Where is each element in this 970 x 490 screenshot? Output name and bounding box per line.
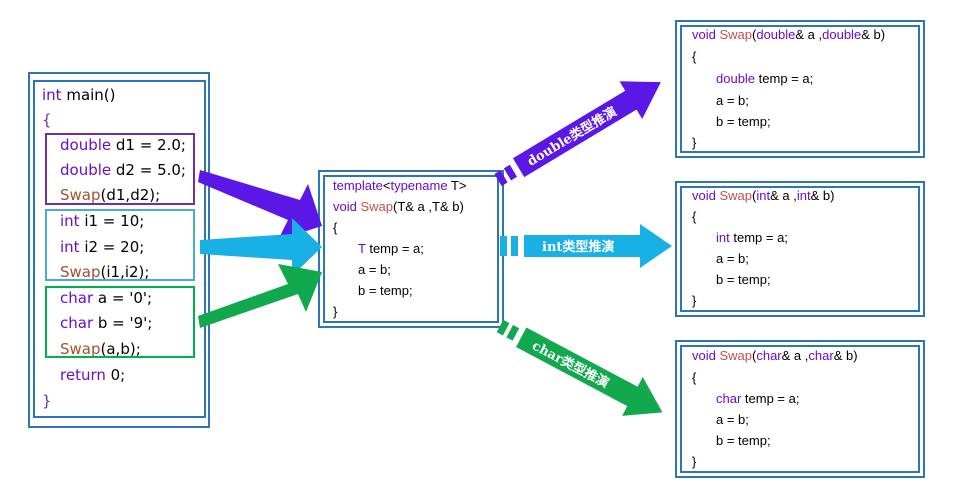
arrow-int-to-template [200, 218, 322, 276]
template-line-6: b = temp; [358, 283, 413, 298]
label-char-deduction: char类型推演 [529, 338, 611, 392]
template-inner-box [323, 175, 499, 323]
arrow-template-to-double: double类型推演 [494, 81, 661, 187]
char-instance-inner [680, 345, 920, 473]
code-line-d1: double d1 = 2.0; [60, 136, 186, 154]
code-line-main-signature: int main() [42, 86, 116, 104]
arrow-char-to-template [198, 264, 322, 328]
int-line-signature: void Swap(int& a ,int& b) [692, 188, 835, 203]
template-line-5: a = b; [358, 262, 391, 277]
code-line-d2: double d2 = 5.0; [60, 161, 186, 179]
char-instance-box [675, 340, 925, 478]
char-group-box [45, 286, 195, 358]
template-line-4: T temp = a; [358, 241, 424, 256]
label-double-deduction: double类型推演 [524, 104, 619, 170]
char-line-open: { [692, 370, 697, 385]
code-line-i2: int i2 = 20; [60, 238, 145, 256]
double-line-signature: void Swap(double& a ,double& b) [692, 27, 886, 42]
int-line-ab: a = b; [716, 251, 749, 266]
char-line-signature: void Swap(char& a ,char& b) [692, 348, 858, 363]
code-line-i1: int i1 = 10; [60, 212, 145, 230]
code-line-ca: char a = '0'; [60, 289, 153, 307]
int-line-decl: int temp = a; [716, 230, 788, 245]
label-int-deduction: int类型推演 [542, 239, 614, 255]
double-line-open: { [692, 49, 697, 64]
code-line-close-brace: } [42, 392, 52, 410]
arrow-template-to-char: char类型推演 [496, 319, 663, 416]
code-line-swap-c: Swap(a,b); [60, 340, 141, 358]
code-line-return: return 0; [60, 366, 126, 384]
code-line-cb: char b = '9'; [60, 314, 153, 332]
int-line-bt: b = temp; [716, 272, 771, 287]
template-line-2: void Swap(T& a ,T& b) [333, 199, 464, 214]
double-line-ab: a = b; [716, 93, 749, 108]
arrow-template-to-int: int类型推演 [500, 224, 672, 268]
int-line-open: { [692, 209, 697, 224]
template-line-3: { [333, 220, 338, 235]
double-line-close: } [692, 135, 697, 150]
char-line-ab: a = b; [716, 412, 749, 427]
template-line-1: template<typename T> [333, 178, 467, 193]
int-group-box [45, 209, 195, 281]
double-instance-box [675, 20, 925, 158]
code-line-open-brace: { [42, 111, 52, 129]
char-line-close: } [692, 454, 697, 469]
template-line-7: } [333, 304, 338, 319]
int-instance-box [675, 181, 925, 317]
int-line-close: } [692, 293, 697, 308]
double-instance-inner [680, 25, 920, 153]
code-line-swap-d: Swap(d1,d2); [60, 186, 161, 204]
code-line-swap-i: Swap(i1,i2); [60, 263, 150, 281]
char-line-decl: char temp = a; [716, 391, 800, 406]
double-group-box [45, 133, 195, 205]
double-line-decl: double temp = a; [716, 71, 814, 86]
char-line-bt: b = temp; [716, 433, 771, 448]
arrow-double-to-template [198, 170, 322, 240]
int-instance-inner [680, 186, 920, 312]
double-line-bt: b = temp; [716, 114, 771, 129]
